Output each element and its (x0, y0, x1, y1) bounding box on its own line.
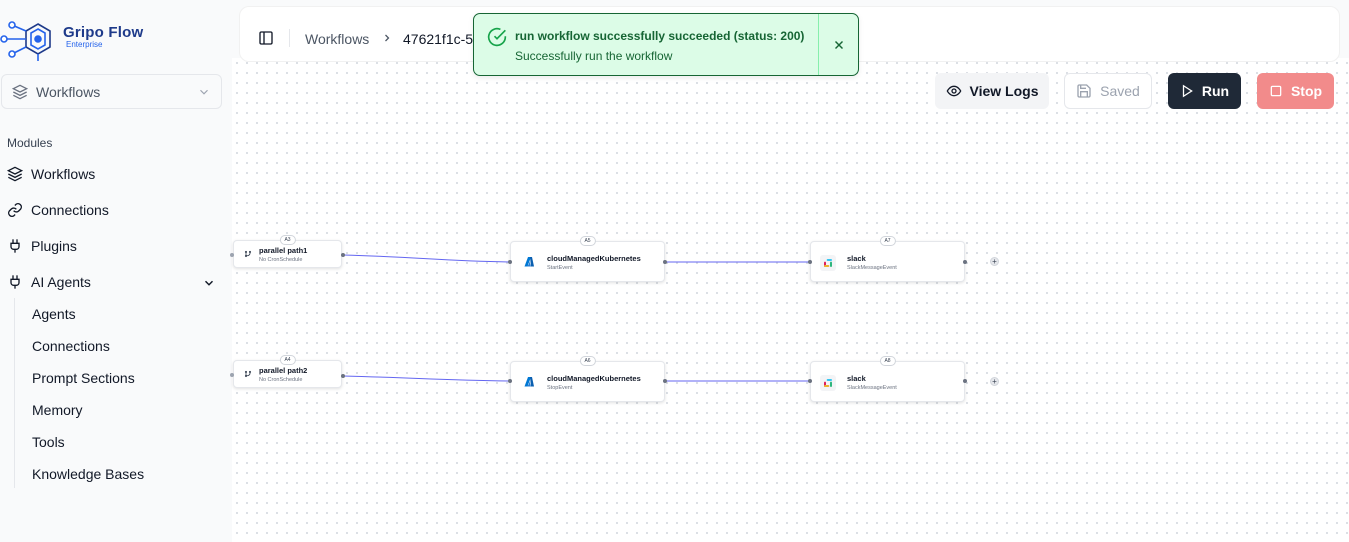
node-title: slack (847, 374, 866, 383)
node-input-handle[interactable] (508, 379, 512, 383)
breadcrumb-current: 47621f1c-5 (403, 31, 474, 47)
layers-icon (6, 165, 24, 183)
node-input-handle[interactable] (808, 379, 812, 383)
eye-icon (946, 83, 962, 99)
add-node-button[interactable]: + (990, 257, 999, 266)
node-tag: A8 (879, 356, 896, 366)
layers-icon (12, 84, 28, 99)
node-tag: A5 (579, 236, 596, 246)
azure-icon (524, 257, 534, 267)
node-title: cloudManagedKubernetes (547, 374, 641, 383)
stop-icon (1269, 84, 1283, 98)
workflow-node-a7[interactable]: A7 slack SlackMessageEvent (810, 236, 965, 282)
sidebar: Gripo Flow Enterprise Workflows Modules … (0, 0, 232, 542)
check-circle-icon (487, 27, 507, 47)
chevron-down-icon[interactable] (202, 276, 216, 290)
slack-icon (820, 255, 836, 271)
saved-button[interactable]: Saved (1064, 73, 1152, 109)
node-input-handle[interactable] (230, 253, 234, 257)
node-tag: A4 (279, 355, 296, 365)
chevron-down-icon (200, 89, 208, 95)
view-logs-button[interactable]: View Logs (935, 73, 1049, 109)
azure-icon (524, 377, 534, 387)
node-output-handle[interactable] (663, 379, 667, 383)
brand-name: Gripo Flow (63, 24, 144, 41)
plug-icon (6, 237, 24, 255)
sidebar-item-label: Plugins (31, 238, 77, 254)
sidebar-toggle-icon[interactable] (258, 30, 274, 46)
subnav-item-knowledge-bases[interactable]: Knowledge Bases (32, 466, 145, 482)
node-output-handle[interactable] (341, 253, 345, 257)
node-input-handle[interactable] (508, 260, 512, 264)
node-title: cloudManagedKubernetes (547, 254, 641, 263)
workflow-node-a6[interactable]: A6 cloudManagedKubernetes StopEvent (510, 356, 665, 402)
play-icon (1180, 84, 1194, 98)
workflow-node-a5[interactable]: A5 cloudManagedKubernetes StartEvent (510, 236, 665, 282)
node-input-handle[interactable] (230, 373, 234, 377)
breadcrumb-workflows[interactable]: Workflows (305, 31, 370, 47)
node-title: parallel path1 (259, 246, 308, 255)
subnav-divider (14, 298, 15, 488)
stop-button[interactable]: Stop (1257, 73, 1334, 109)
plug-icon (6, 273, 24, 291)
sidebar-item-label: AI Agents (31, 274, 91, 290)
sidebar-item-ai-agents[interactable]: AI Agents (6, 272, 91, 292)
node-output-handle[interactable] (963, 260, 967, 264)
view-logs-label: View Logs (969, 83, 1039, 99)
subnav-item-agents[interactable]: Agents (32, 306, 76, 322)
node-subtitle: No CronSchedule (259, 377, 303, 383)
sidebar-item-plugins[interactable]: Plugins (6, 236, 77, 256)
run-label: Run (1201, 83, 1230, 99)
node-subtitle: No CronSchedule (259, 257, 303, 263)
subnav-item-memory[interactable]: Memory (32, 402, 83, 418)
node-title: parallel path2 (259, 366, 308, 375)
workflow-node-a8[interactable]: A8 slack SlackMessageEvent (810, 356, 965, 402)
node-tag: A6 (579, 356, 596, 366)
saved-label: Saved (1100, 83, 1140, 99)
workflow-node-a4[interactable]: A4 parallel path2 No CronSchedule (233, 355, 342, 388)
sidebar-item-label: Connections (31, 202, 109, 218)
node-output-handle[interactable] (341, 374, 345, 378)
toast-title: run workflow successfully succeeded (sta… (515, 29, 805, 43)
node-tag: A7 (879, 236, 896, 246)
node-output-handle[interactable] (663, 260, 667, 264)
modules-heading: Modules (7, 136, 53, 150)
save-icon (1076, 83, 1092, 99)
node-subtitle: SlackMessageEvent (847, 265, 897, 271)
sidebar-item-connections[interactable]: Connections (6, 200, 109, 220)
run-button[interactable]: Run (1168, 73, 1241, 109)
node-subtitle: StartEvent (547, 265, 573, 271)
node-title: slack (847, 254, 866, 263)
node-subtitle: SlackMessageEvent (847, 385, 897, 391)
link-icon (6, 201, 24, 219)
workflow-node-a3[interactable]: A3 parallel path1 No CronSchedule (233, 235, 342, 268)
subnav-item-connections[interactable]: Connections (32, 338, 110, 354)
node-subtitle: StopEvent (547, 385, 573, 391)
slack-icon (820, 375, 836, 391)
logo (0, 18, 160, 62)
workflow-canvas[interactable] (232, 58, 1349, 542)
workspace-select[interactable]: Workflows (1, 74, 222, 109)
chevron-right-icon (385, 34, 390, 42)
add-node-button[interactable]: + (990, 377, 999, 386)
node-input-handle[interactable] (808, 260, 812, 264)
close-icon[interactable] (832, 38, 846, 52)
brand-edition: Enterprise (66, 40, 103, 49)
subnav-item-prompt-sections[interactable]: Prompt Sections (32, 370, 135, 386)
success-toast: run workflow successfully succeeded (sta… (473, 13, 859, 76)
subnav-item-tools[interactable]: Tools (32, 434, 65, 450)
branch-icon (244, 370, 252, 378)
logo-network-icon (0, 21, 51, 61)
toast-divider (818, 14, 819, 75)
stop-label: Stop (1290, 83, 1323, 99)
node-output-handle[interactable] (963, 379, 967, 383)
branch-icon (244, 250, 252, 258)
sidebar-item-workflows[interactable]: Workflows (6, 164, 95, 184)
header-divider (289, 29, 290, 47)
workspace-select-value: Workflows (36, 83, 101, 100)
sidebar-item-label: Workflows (31, 166, 96, 182)
toast-message: Successfully run the workflow (515, 49, 673, 63)
node-tag: A3 (279, 235, 296, 245)
